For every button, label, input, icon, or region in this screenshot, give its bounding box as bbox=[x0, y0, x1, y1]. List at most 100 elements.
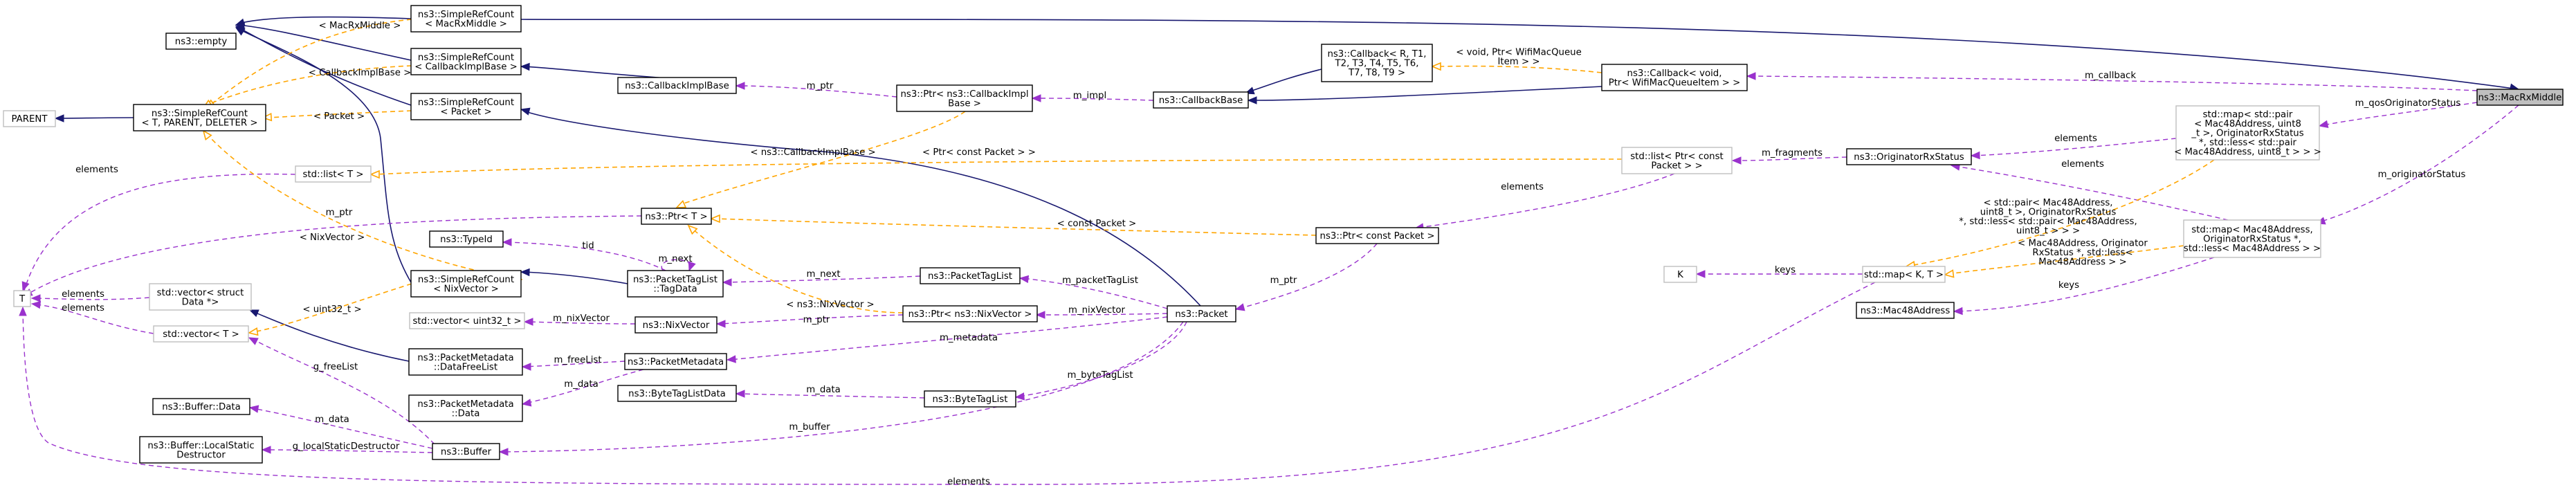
node-nixvector[interactable]: ns3::NixVector bbox=[634, 316, 718, 334]
node-box bbox=[1167, 305, 1236, 322]
node-k[interactable]: K bbox=[1663, 266, 1697, 283]
node-label: < Mac48Address, uint8_t > > > bbox=[2174, 147, 2321, 158]
edge-label: Mac48Address > > bbox=[2038, 257, 2127, 268]
edge-label: Item > > bbox=[1497, 57, 1540, 67]
node-buffer-data[interactable]: ns3::Buffer::Data bbox=[152, 398, 250, 415]
edge-label: < Packet > bbox=[313, 111, 365, 122]
node-src-nixvector[interactable]: ns3::SimpleRefCount< NixVector > bbox=[410, 270, 522, 298]
node-buffer[interactable]: ns3::Buffer bbox=[432, 443, 500, 460]
node-src-macrx[interactable]: ns3::SimpleRefCount< MacRxMiddle > bbox=[410, 5, 522, 33]
node-box bbox=[410, 5, 522, 33]
node-box bbox=[432, 443, 500, 460]
edge-label: < Ptr< const Packet > > bbox=[922, 147, 1036, 158]
node-box bbox=[139, 436, 263, 464]
edge-label: m_byteTagList bbox=[1067, 370, 1133, 381]
edge-arrowhead bbox=[735, 390, 745, 398]
edge-line bbox=[661, 259, 691, 271]
edge-line bbox=[22, 282, 1876, 485]
edge-arrowhead bbox=[688, 261, 696, 272]
edge-arrowhead bbox=[1031, 94, 1041, 102]
node-box bbox=[165, 33, 237, 50]
node-label: ns3::SimpleRefCount bbox=[418, 10, 514, 20]
edge-arrowhead bbox=[30, 300, 42, 309]
node-originatorrxstatus[interactable]: ns3::OriginatorRxStatus bbox=[1846, 148, 1972, 165]
node-vec-t[interactable]: std::vector< T > bbox=[153, 325, 249, 343]
node-label: ::Data bbox=[452, 408, 480, 419]
edge-label: m_qosOriginatorStatus bbox=[2355, 98, 2461, 109]
edge-arrowhead bbox=[1035, 311, 1045, 319]
edge-line bbox=[1753, 75, 2478, 91]
node-callback-void[interactable]: ns3::Callback< void,Ptr< WifiMacQueueIte… bbox=[1601, 64, 1748, 91]
node-label: std::list< T > bbox=[303, 170, 364, 180]
edge-m-ptr-t: m_ptr bbox=[22, 208, 642, 297]
node-packettaglist[interactable]: ns3::PacketTagList bbox=[920, 267, 1021, 284]
node-label: T7, T8, T9 > bbox=[1348, 68, 1405, 78]
edge-keys-mac48: keys bbox=[1953, 257, 2215, 316]
node-pm-datafreelist[interactable]: ns3::PacketMetadata::DataFreeList bbox=[408, 348, 523, 376]
node-box bbox=[924, 390, 1016, 408]
node-ptr-cbimpl[interactable]: ns3::Ptr< ns3::CallbackImplBase > bbox=[896, 84, 1033, 112]
node-ptr-t[interactable]: ns3::Ptr< T > bbox=[641, 208, 712, 225]
node-typeid[interactable]: ns3::TypeId bbox=[429, 230, 504, 248]
node-cbimplbase[interactable]: ns3::CallbackImplBase bbox=[617, 77, 737, 94]
node-map-mac48[interactable]: std::map< Mac48Address,OriginatorRxStatu… bbox=[2183, 219, 2321, 258]
node-bytetaglist[interactable]: ns3::ByteTagList bbox=[924, 390, 1016, 408]
node-label: ns3::PacketMetadata bbox=[417, 399, 513, 410]
edge-line bbox=[210, 19, 412, 105]
node-parent[interactable]: PARENT bbox=[3, 110, 56, 127]
edge-arrowhead bbox=[1943, 269, 1955, 278]
node-packetmetadata[interactable]: ns3::PacketMetadata bbox=[624, 353, 727, 370]
edge-arrowhead bbox=[498, 448, 509, 456]
edge-line bbox=[1022, 277, 1168, 309]
node-label: PARENT bbox=[12, 114, 48, 125]
edge-label: < CallbackImplBase > bbox=[309, 68, 412, 78]
node-empty[interactable]: ns3::empty bbox=[165, 33, 237, 50]
node-pm-data[interactable]: ns3::PacketMetadata::Data bbox=[408, 394, 523, 422]
node-macrxmiddle[interactable]: ns3::MacRxMiddle bbox=[2476, 89, 2564, 106]
edge-label: tid bbox=[582, 241, 594, 251]
edge-label: < ns3::NixVector > bbox=[786, 300, 874, 310]
edge-elements-map-pair: elements bbox=[1970, 134, 2177, 160]
node-mac48address[interactable]: ns3::Mac48Address bbox=[1856, 302, 1955, 319]
node-callback-r[interactable]: ns3::Callback< R, T1,T2, T3, T4, T5, T6,… bbox=[1321, 44, 1433, 82]
node-label: *, std::less< std::pair bbox=[2199, 138, 2297, 148]
inheritance-arrowhead bbox=[248, 309, 259, 318]
node-label: std::vector< struct bbox=[157, 288, 244, 298]
node-box bbox=[410, 270, 522, 298]
inheritance-edge-line bbox=[238, 28, 412, 283]
inheritance-edge-line bbox=[1250, 86, 1602, 101]
edge-line bbox=[1956, 257, 2215, 312]
edge-arrowhead bbox=[1746, 72, 1756, 80]
node-map-pair[interactable]: std::map< std::pair< Mac48Address, uint8… bbox=[2174, 105, 2321, 161]
node-ptr-const-packet[interactable]: ns3::Ptr< const Packet > bbox=[1315, 227, 1439, 244]
edge-line bbox=[207, 134, 523, 280]
node-map-kt[interactable]: std::map< K, T > bbox=[1862, 266, 1946, 283]
node-box bbox=[409, 312, 525, 329]
node-src-t[interactable]: ns3::SimpleRefCount< T, PARENT, DELETER … bbox=[133, 104, 266, 131]
edge-keys-k: keys bbox=[1695, 265, 1863, 278]
node-ptr-nixvector[interactable]: ns3::Ptr< ns3::NixVector > bbox=[902, 305, 1038, 322]
node-src-cbimpl[interactable]: ns3::SimpleRefCount< CallbackImplBase > bbox=[410, 48, 522, 75]
node-tagdata[interactable]: ns3::PacketTagList::TagData bbox=[627, 270, 724, 298]
node-label: ns3::SimpleRefCount bbox=[418, 275, 514, 285]
edge-line bbox=[1954, 165, 2229, 221]
node-box bbox=[624, 353, 727, 370]
edge-m-freelist: m_freeList bbox=[521, 355, 625, 371]
node-t[interactable]: T bbox=[13, 290, 31, 307]
node-box bbox=[410, 48, 522, 75]
node-label: ns3::Ptr< const Packet > bbox=[1320, 231, 1435, 242]
node-packet[interactable]: ns3::Packet bbox=[1167, 305, 1236, 322]
node-src-packet[interactable]: ns3::SimpleRefCount< Packet > bbox=[410, 93, 522, 120]
node-box bbox=[149, 283, 252, 311]
edge-m-qosoriginatorstatus: m_qosOriginatorStatus bbox=[2318, 98, 2478, 129]
node-callbackbase[interactable]: ns3::CallbackBase bbox=[1153, 91, 1249, 109]
node-bytetaglistdata[interactable]: ns3::ByteTagListData bbox=[617, 385, 737, 402]
edge-line bbox=[1909, 159, 2215, 266]
node-vec-uint32[interactable]: std::vector< uint32_t > bbox=[409, 312, 525, 329]
node-list-t[interactable]: std::list< T > bbox=[295, 165, 372, 183]
node-label: OriginatorRxStatus *, bbox=[2203, 235, 2301, 245]
